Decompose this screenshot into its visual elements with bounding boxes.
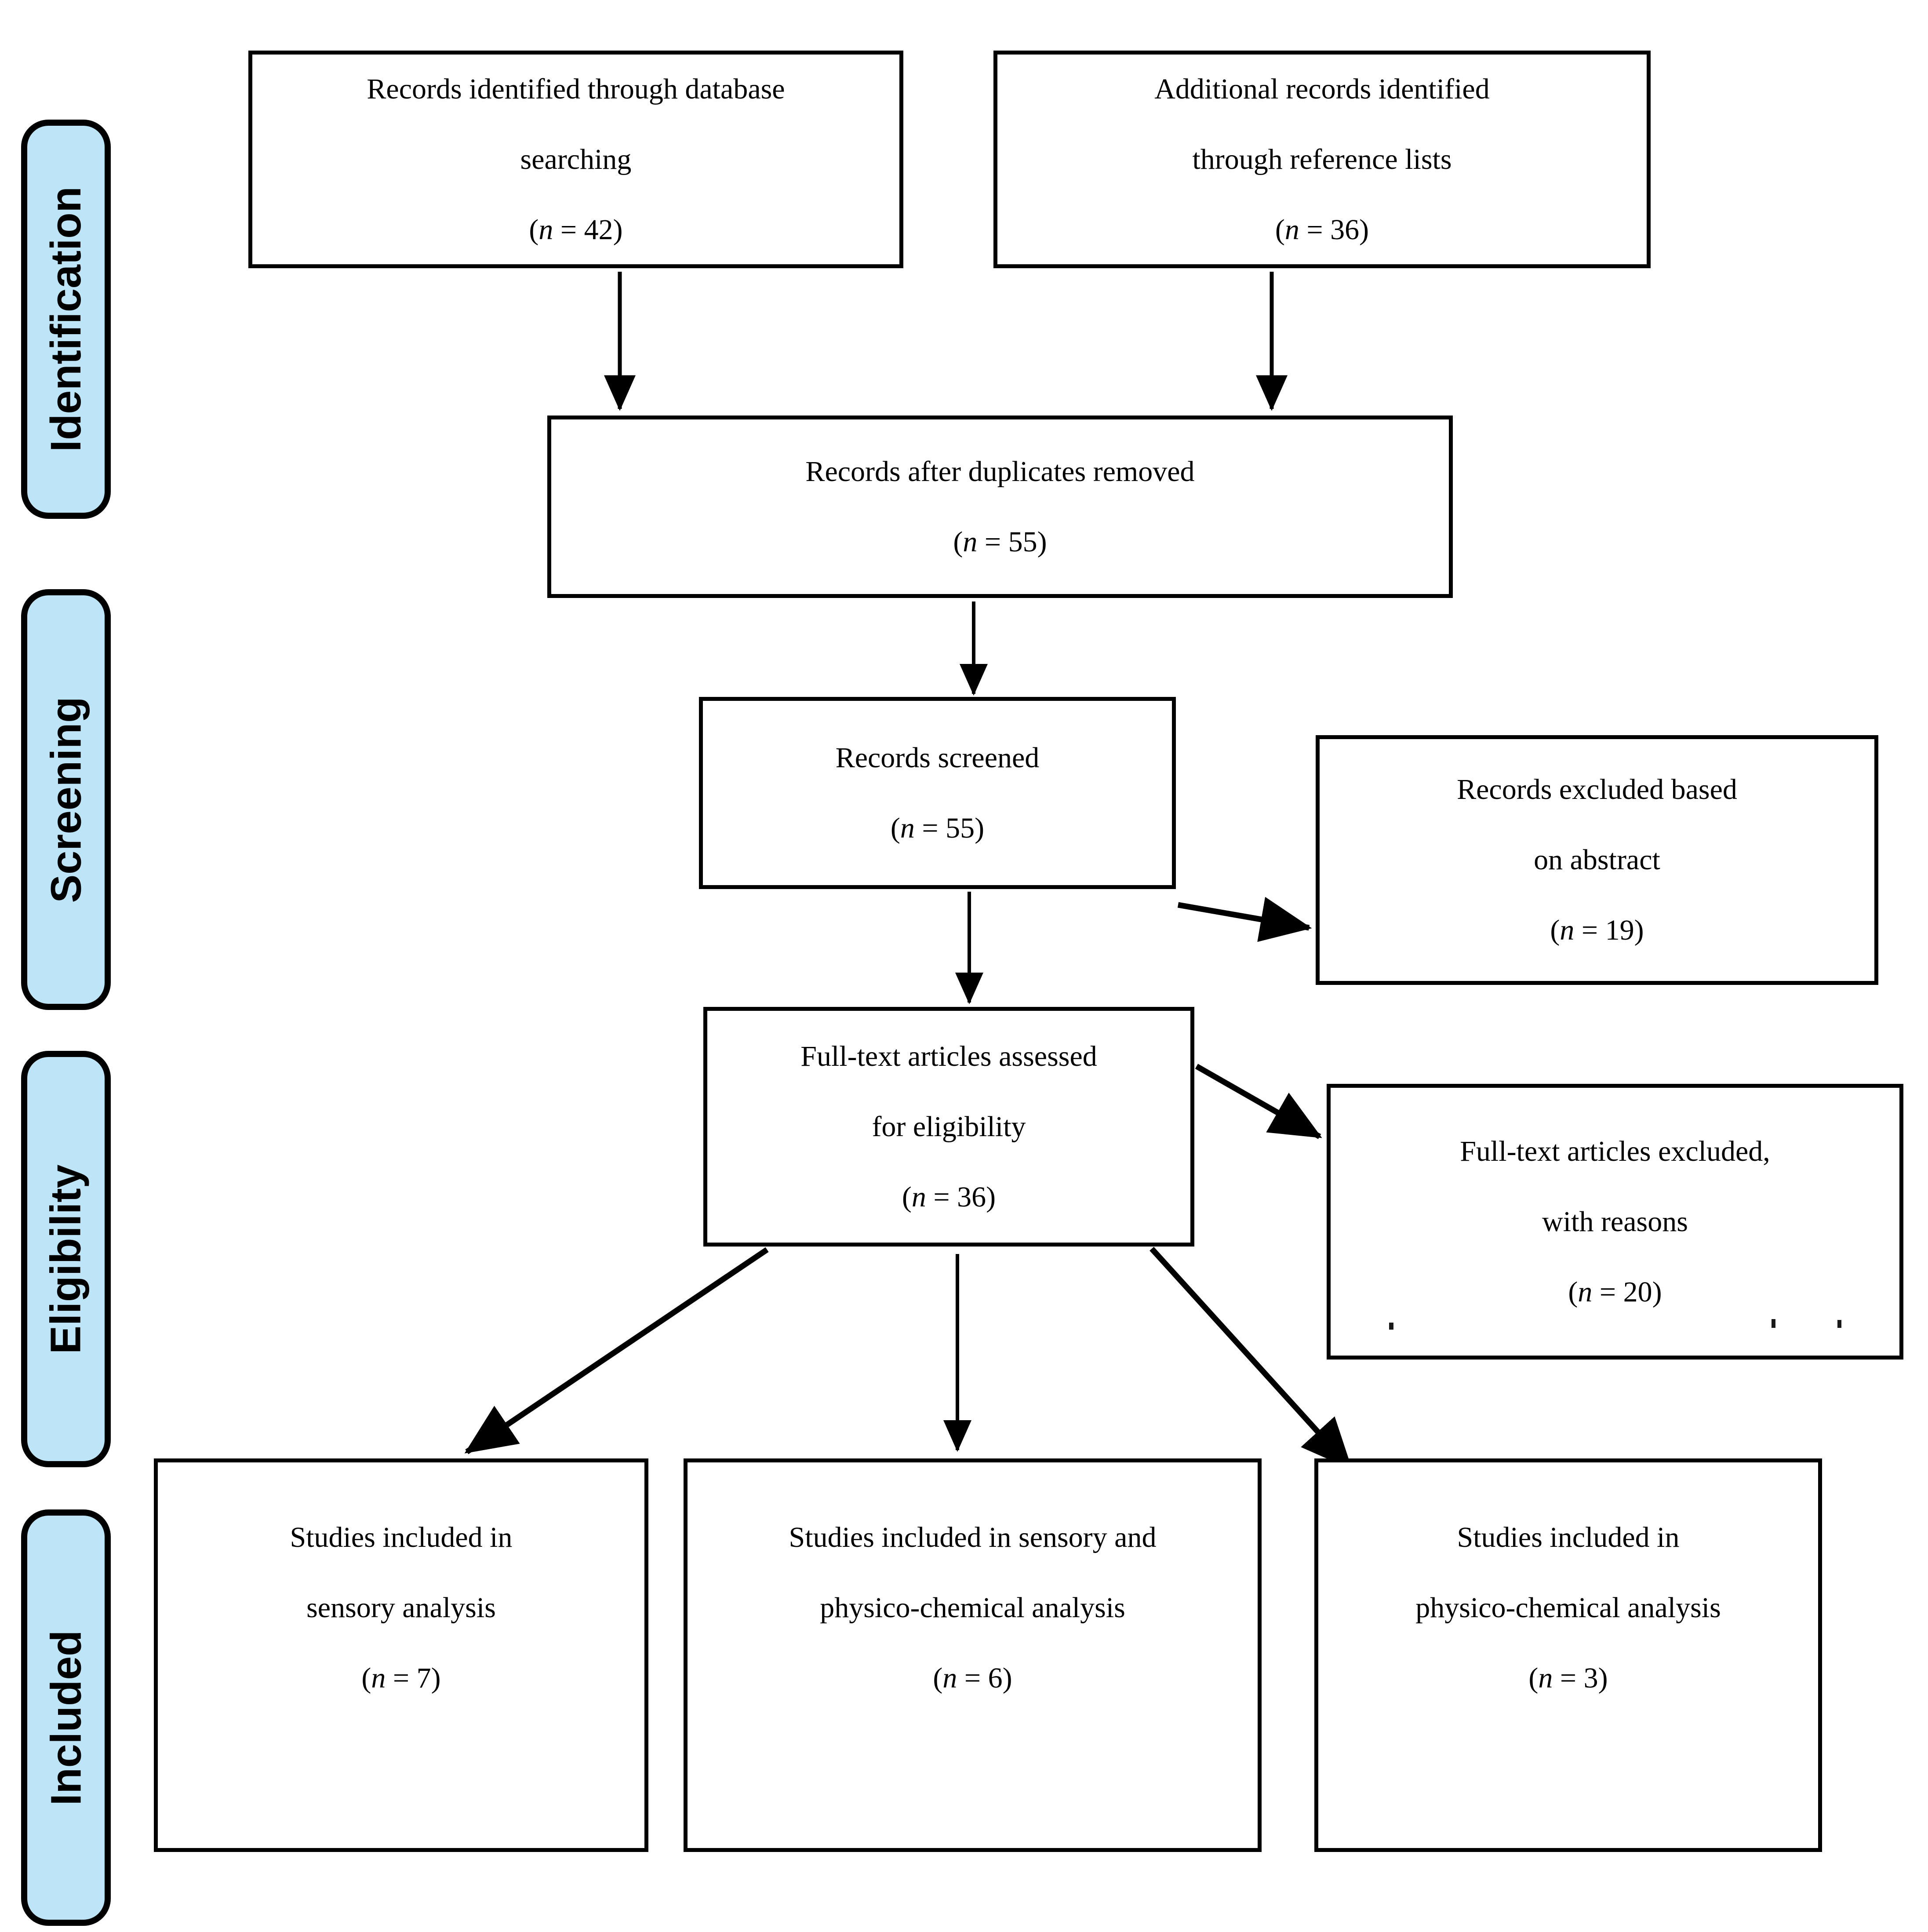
- box-count: (n = 6): [933, 1662, 1012, 1694]
- box-excluded-abstract: Records excluded based on abstract (n = …: [1316, 735, 1878, 985]
- box-line: Studies included in: [1457, 1521, 1680, 1553]
- arrow-screened-to-excluded-abstract: [1177, 897, 1312, 942]
- box-line: sensory analysis: [306, 1592, 496, 1624]
- stray-mark: [1772, 1319, 1775, 1328]
- box-line: Full-text articles excluded,: [1460, 1135, 1770, 1167]
- box-duplicates-removed: Records after duplicates removed (n = 55…: [547, 416, 1453, 598]
- box-line: physico-chemical analysis: [1415, 1592, 1721, 1624]
- box-count: (n = 7): [361, 1662, 441, 1694]
- stage-included-label: Included: [42, 1630, 90, 1805]
- box-line: Studies included in sensory and: [789, 1521, 1157, 1553]
- box-included-sensory-physico: Studies included in sensory and physico-…: [684, 1458, 1262, 1852]
- box-line: physico-chemical analysis: [820, 1592, 1125, 1624]
- stage-eligibility: Eligibility: [21, 1051, 111, 1467]
- box-line: through reference lists: [1192, 143, 1452, 175]
- box-count: (n = 55): [953, 525, 1047, 558]
- box-count: (n = 3): [1528, 1662, 1608, 1694]
- stage-screening: Screening: [21, 589, 111, 1010]
- box-included-physico: Studies included in physico-chemical ana…: [1314, 1458, 1822, 1852]
- stray-mark: [1837, 1320, 1841, 1328]
- box-count: (n = 20): [1568, 1276, 1662, 1308]
- box-line: Studies included in: [290, 1521, 513, 1553]
- stage-screening-label: Screening: [42, 696, 90, 903]
- stage-identification-label: Identification: [42, 186, 90, 452]
- stray-mark: [1389, 1323, 1393, 1330]
- box-additional-records: Additional records identified through re…: [993, 51, 1651, 268]
- box-fulltext-excluded: Full-text articles excluded, with reason…: [1327, 1084, 1903, 1360]
- box-included-sensory: Studies included in sensory analysis (n …: [154, 1458, 648, 1852]
- stage-included: Included: [21, 1509, 111, 1926]
- box-count: (n = 19): [1550, 914, 1644, 946]
- box-count: (n = 36): [1275, 213, 1369, 246]
- box-count: (n = 36): [902, 1181, 996, 1213]
- stage-identification: Identification: [21, 120, 111, 519]
- box-line: searching: [520, 143, 632, 175]
- box-line: Records screened: [835, 741, 1040, 774]
- box-line: Records identified through database: [367, 73, 785, 105]
- box-fulltext-assessed: Full-text articles assessed for eligibil…: [703, 1007, 1194, 1247]
- arrow-fulltext-to-excluded-reasons: [1195, 1064, 1322, 1139]
- box-line: Full-text articles assessed: [800, 1040, 1097, 1072]
- box-line: Records excluded based: [1457, 773, 1737, 806]
- box-line: for eligibility: [872, 1110, 1026, 1143]
- box-line: Records after duplicates removed: [805, 455, 1195, 488]
- box-count: (n = 55): [890, 812, 985, 844]
- arrow-fulltext-to-physico: [1150, 1247, 1353, 1470]
- box-records-identified-database: Records identified through database sear…: [248, 51, 903, 268]
- box-records-screened: Records screened (n = 55): [699, 697, 1176, 889]
- box-count: (n = 42): [529, 213, 623, 246]
- box-line: on abstract: [1534, 844, 1660, 876]
- box-line: with reasons: [1542, 1205, 1688, 1238]
- arrow-fulltext-to-sensory: [464, 1247, 769, 1454]
- box-line: Additional records identified: [1154, 73, 1490, 105]
- stage-eligibility-label: Eligibility: [42, 1164, 90, 1354]
